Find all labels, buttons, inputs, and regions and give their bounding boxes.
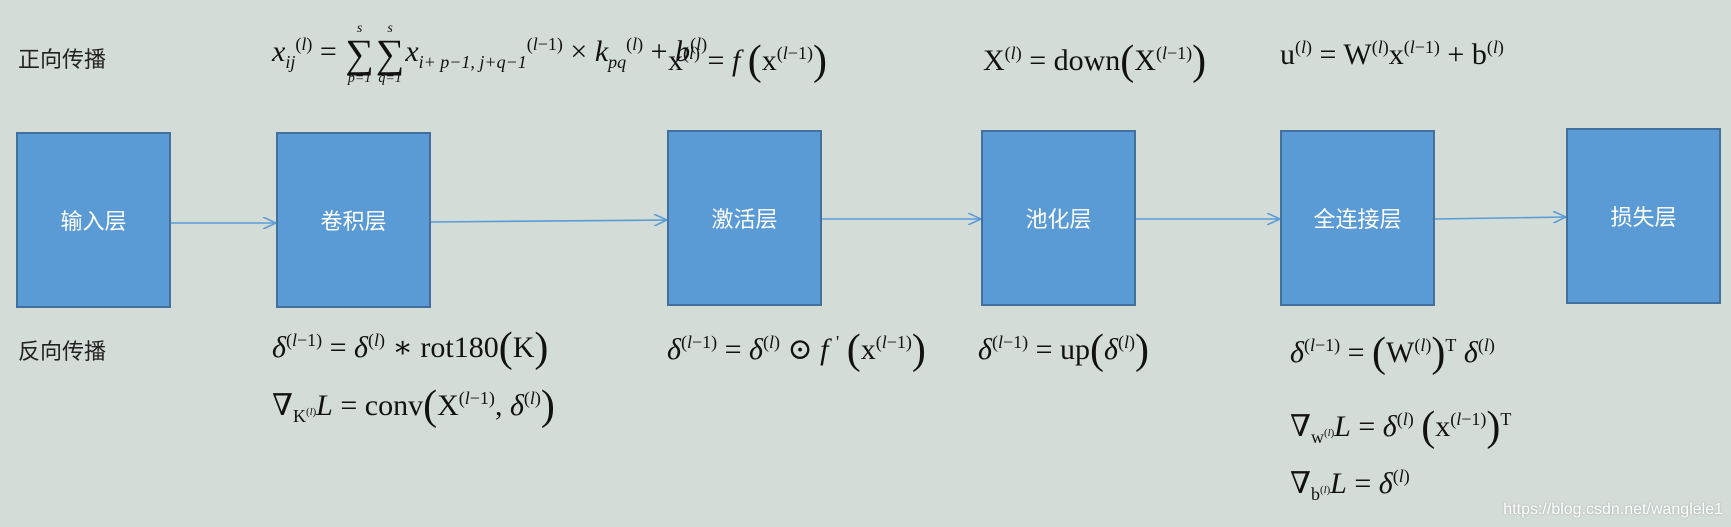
- layer-box-pooling: 池化层: [981, 130, 1136, 306]
- formula-conv-backward-gradient: ∇K(l)L = conv(X(l−1), δ(l)): [272, 383, 555, 429]
- layer-box-activation: 激活层: [667, 130, 822, 306]
- backward-propagation-label: 反向传播: [18, 340, 107, 365]
- formula-conv-backward-delta: δ(l−1) = δ(l) ∗ rot180(K): [272, 325, 549, 371]
- formula-fc-forward: u(l) = W(l)x(l−1) + b(l): [1280, 37, 1504, 71]
- formula-fc-backward-delta: δ(l−1) = (W(l))T δ(l): [1290, 330, 1495, 376]
- formula-fc-backward-grad-w: ∇w(l)L = δ(l) (x(l−1))T: [1290, 404, 1512, 450]
- forward-propagation-label: 正向传播: [18, 48, 107, 73]
- layer-box-fully-connected: 全连接层: [1280, 130, 1435, 306]
- formula-activation-forward: x(l) = f (x(l−1)): [668, 38, 827, 84]
- layer-box-loss: 损失层: [1566, 128, 1721, 304]
- arrow-fc-to-loss: [1434, 217, 1566, 219]
- layer-box-convolution: 卷积层: [276, 132, 431, 308]
- layer-label: 全连接层: [1313, 208, 1402, 233]
- layer-label: 激活层: [711, 208, 778, 233]
- formula-pool-forward: X(l) = down(X(l−1)): [983, 38, 1207, 84]
- arrow-conv-to-activation: [430, 220, 667, 222]
- layer-box-input: 输入层: [16, 132, 171, 308]
- layer-label: 损失层: [1610, 206, 1677, 231]
- layer-label: 池化层: [1025, 208, 1092, 233]
- layer-label: 卷积层: [320, 210, 387, 235]
- formula-activation-backward: δ(l−1) = δ(l) ⊙ f ' (x(l−1)): [667, 327, 926, 373]
- formula-fc-backward-grad-b: ∇b(l)L = δ(l): [1290, 466, 1410, 504]
- watermark: https://blog.csdn.net/wanglele1: [1503, 501, 1723, 518]
- formula-pool-backward: δ(l−1) = up(δ(l)): [978, 327, 1150, 373]
- layer-label: 输入层: [60, 210, 127, 235]
